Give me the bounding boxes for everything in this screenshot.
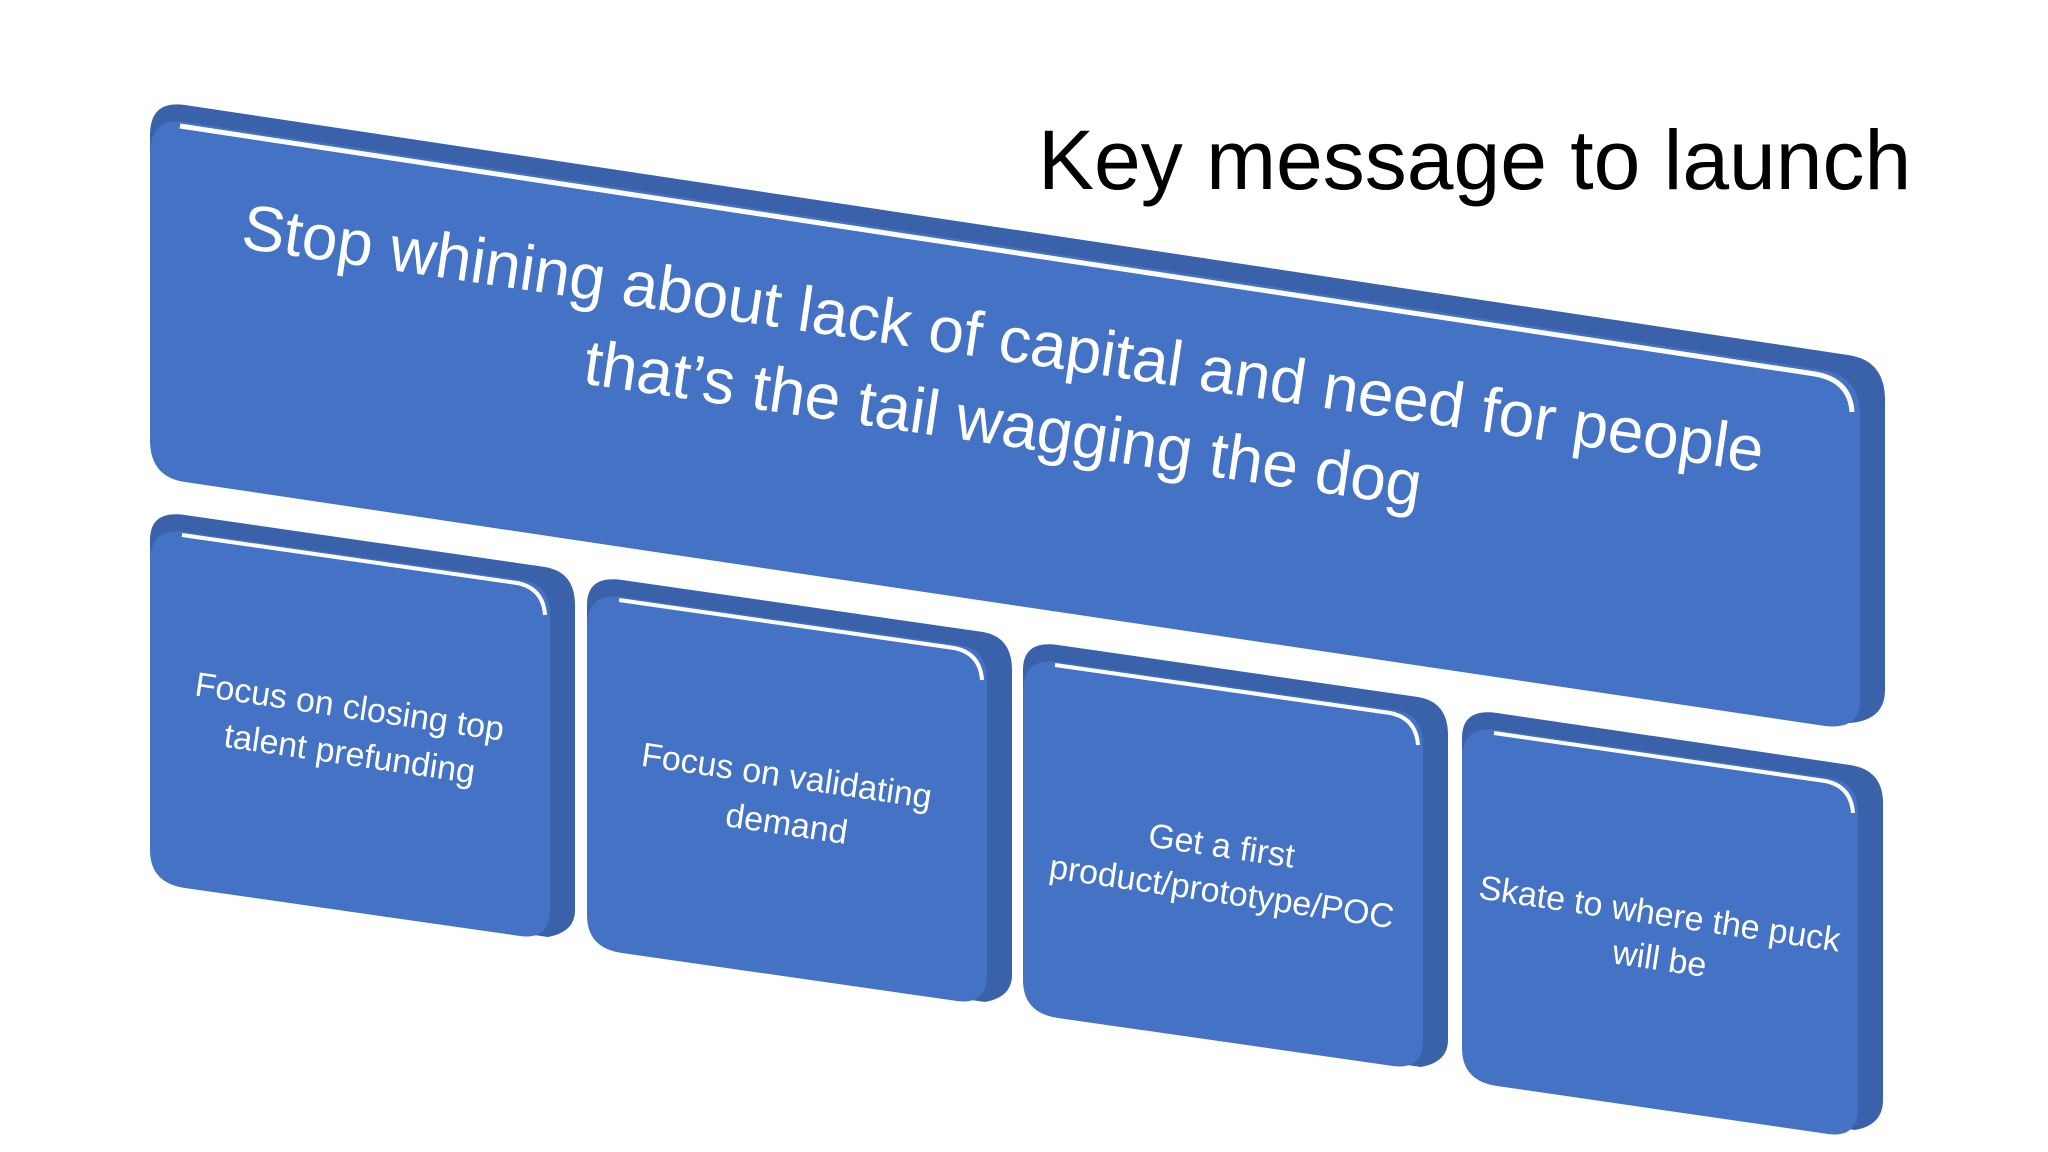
step-box-2-highlight: [618, 598, 984, 681]
main-message-box: Stop whining about lack of capital and n…: [150, 104, 1885, 727]
step-box-1-highlight: [181, 533, 547, 616]
step-box-3-face: [1023, 661, 1423, 1067]
step-box-4-face: [1462, 729, 1858, 1135]
main-box-highlight: [179, 123, 1855, 413]
step-box-1-face: [150, 531, 550, 937]
step-box-4-highlight: [1493, 731, 1855, 814]
step-box-2: Focus on validating demand: [587, 579, 1012, 1002]
slide-title: Key message to launch: [1038, 113, 1912, 207]
step-box-2-face: [587, 596, 987, 1002]
step-box-3-highlight: [1054, 663, 1420, 746]
step-box-1: Focus on closing top talent prefunding: [150, 514, 575, 937]
step-box-3: Get a first product/prototype/POC: [1023, 644, 1448, 1067]
main-box-face: [150, 121, 1860, 727]
step-box-4: Skate to where the puck will be: [1462, 712, 1883, 1135]
